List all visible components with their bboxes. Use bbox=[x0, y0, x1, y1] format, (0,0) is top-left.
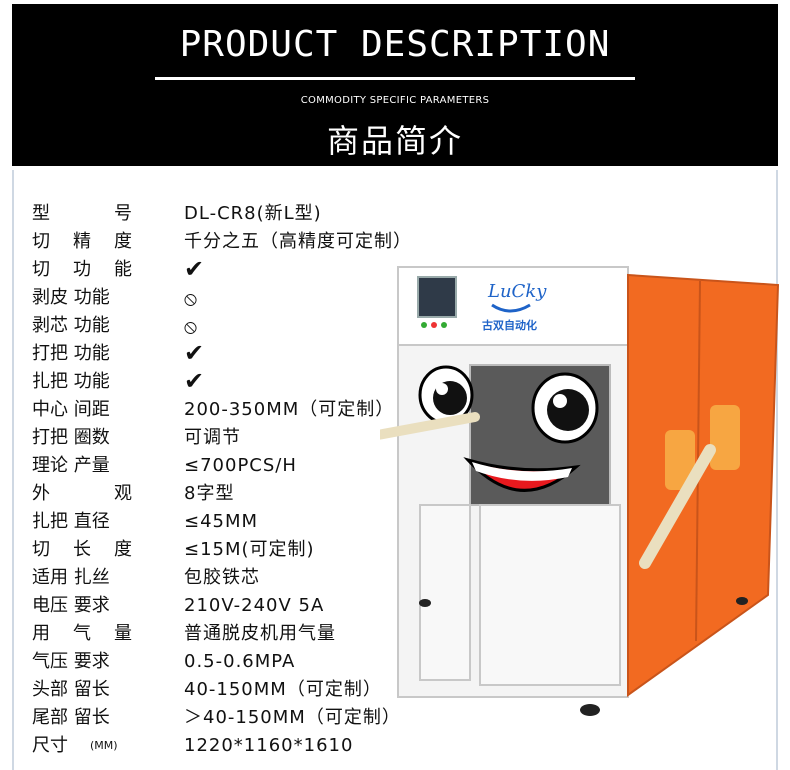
title-banner: PRODUCT DESCRIPTION COMMODITY SPECIFIC P… bbox=[12, 4, 778, 166]
spec-value: 200-350MM（可定制） bbox=[184, 399, 395, 420]
lower-door bbox=[479, 504, 621, 686]
header-frame: PRODUCT DESCRIPTION COMMODITY SPECIFIC P… bbox=[0, 0, 790, 170]
spec-label: 气压 要求 bbox=[32, 651, 110, 672]
spec-label: 电压 要求 bbox=[32, 595, 110, 616]
spec-value: ＞40-150MM（可定制） bbox=[184, 707, 401, 728]
spec-label: 切功能 bbox=[32, 259, 132, 280]
spec-value: DL-CR8(新L型) bbox=[184, 203, 322, 224]
spec-row: 切功能 ✔ bbox=[32, 256, 452, 284]
spec-value: 0.5-0.6MPA bbox=[184, 651, 296, 672]
spec-row: 理论 产量 ≤700PCS/H bbox=[32, 452, 452, 480]
spec-row: 外观 8字型 bbox=[32, 480, 452, 508]
spec-row: 气压 要求 0.5-0.6MPA bbox=[32, 648, 452, 676]
spec-row: 剥芯 功能 ⦸ bbox=[32, 312, 452, 340]
orange-window-left bbox=[665, 430, 695, 490]
spec-value: 8字型 bbox=[184, 483, 235, 504]
machine-illustration: LuCky 古双自动化 bbox=[380, 266, 780, 716]
foot-3 bbox=[736, 597, 748, 605]
foot-2 bbox=[580, 704, 600, 716]
prohibited-icon: ⦸ bbox=[184, 314, 199, 338]
check-icon: ✔ bbox=[184, 367, 206, 395]
indicator-light-red bbox=[431, 322, 437, 328]
spec-label: 尺寸 bbox=[32, 735, 68, 756]
spec-label: 型号 bbox=[32, 203, 132, 224]
banner-title: PRODUCT DESCRIPTION bbox=[179, 24, 611, 65]
orange-window-right bbox=[710, 405, 740, 470]
spec-value: 可调节 bbox=[184, 427, 241, 448]
spec-row: 电压 要求 210V-240V 5A bbox=[32, 592, 452, 620]
banner-subtitle: COMMODITY SPECIFIC PARAMETERS bbox=[300, 95, 490, 106]
spec-unit: (MM) bbox=[90, 739, 118, 752]
spec-label: 打把 圈数 bbox=[32, 427, 110, 448]
spec-value: 包胶铁芯 bbox=[184, 567, 260, 588]
touch-screen bbox=[417, 276, 457, 318]
spec-label: 外观 bbox=[32, 483, 132, 504]
check-icon: ✔ bbox=[184, 255, 206, 283]
spec-row: 中心 间距 200-350MM（可定制） bbox=[32, 396, 452, 424]
spec-label: 头部 留长 bbox=[32, 679, 110, 700]
indicator-light-green bbox=[421, 322, 427, 328]
spec-label: 切长度 bbox=[32, 539, 132, 560]
spec-value: 40-150MM（可定制） bbox=[184, 679, 382, 700]
spec-row: 打把 功能 ✔ bbox=[32, 340, 452, 368]
spec-value: 210V-240V 5A bbox=[184, 595, 325, 616]
spec-row: 扎把 功能 ✔ bbox=[32, 368, 452, 396]
indicator-light-green-2 bbox=[441, 322, 447, 328]
spec-label: 切精度 bbox=[32, 231, 132, 252]
spec-value: 普通脱皮机用气量 bbox=[184, 623, 336, 644]
logo-swoosh bbox=[491, 303, 531, 313]
left-arm bbox=[380, 412, 480, 440]
spec-label: 扎把 直径 bbox=[32, 511, 110, 532]
spec-label: 扎把 功能 bbox=[32, 371, 110, 392]
right-eye-glint bbox=[553, 394, 567, 408]
brand-company: 古双自动化 bbox=[482, 318, 537, 332]
spec-label: 剥皮 功能 bbox=[32, 287, 110, 308]
spec-label: 尾部 留长 bbox=[32, 707, 110, 728]
spec-label: 打把 功能 bbox=[32, 343, 110, 364]
spec-row: 切长度 ≤15M(可定制) bbox=[32, 536, 452, 564]
prohibited-icon: ⦸ bbox=[184, 286, 199, 310]
spec-row: 剥皮 功能 ⦸ bbox=[32, 284, 452, 312]
spec-value: ≤45MM bbox=[184, 511, 259, 532]
spec-value: 千分之五（高精度可定制） bbox=[184, 231, 412, 252]
spec-value: 1220*1160*1610 bbox=[184, 735, 354, 756]
spec-row: 用气量 普通脱皮机用气量 bbox=[32, 620, 452, 648]
spec-row: 打把 圈数 可调节 bbox=[32, 424, 452, 452]
spec-label: 剥芯 功能 bbox=[32, 315, 110, 336]
right-pupil bbox=[547, 389, 589, 431]
spec-value: ≤15M(可定制) bbox=[184, 539, 315, 560]
spec-label: 理论 产量 bbox=[32, 455, 110, 476]
left-border-line bbox=[12, 170, 14, 770]
foot-1 bbox=[419, 599, 431, 607]
right-arm bbox=[639, 444, 716, 569]
left-eye-glint bbox=[436, 383, 448, 395]
spec-label: 用气量 bbox=[32, 623, 132, 644]
spec-row: 型号 DL-CR8(新L型) bbox=[32, 200, 452, 228]
spec-row: 尾部 留长 ＞40-150MM（可定制） bbox=[32, 704, 452, 732]
spec-row: 切精度 千分之五（高精度可定制） bbox=[32, 228, 452, 256]
lower-left-panel bbox=[419, 504, 471, 681]
spec-row: 扎把 直径 ≤45MM bbox=[32, 508, 452, 536]
spec-label: 适用 扎丝 bbox=[32, 567, 110, 588]
spec-value: ≤700PCS/H bbox=[184, 455, 297, 476]
right-border-line bbox=[776, 170, 778, 770]
smile-teeth bbox=[472, 462, 572, 481]
spec-row: 尺寸 1220*1160*1610 (MM) bbox=[32, 732, 452, 760]
brand-logo: LuCky bbox=[487, 281, 547, 302]
banner-divider bbox=[155, 77, 635, 80]
orange-side-cabinet bbox=[627, 273, 780, 697]
spec-row: 头部 留长 40-150MM（可定制） bbox=[32, 676, 452, 704]
check-icon: ✔ bbox=[184, 339, 206, 367]
spec-label: 中心 间距 bbox=[32, 399, 110, 420]
banner-chinese-title: 商品简介 bbox=[326, 122, 463, 160]
spec-row: 适用 扎丝 包胶铁芯 bbox=[32, 564, 452, 592]
